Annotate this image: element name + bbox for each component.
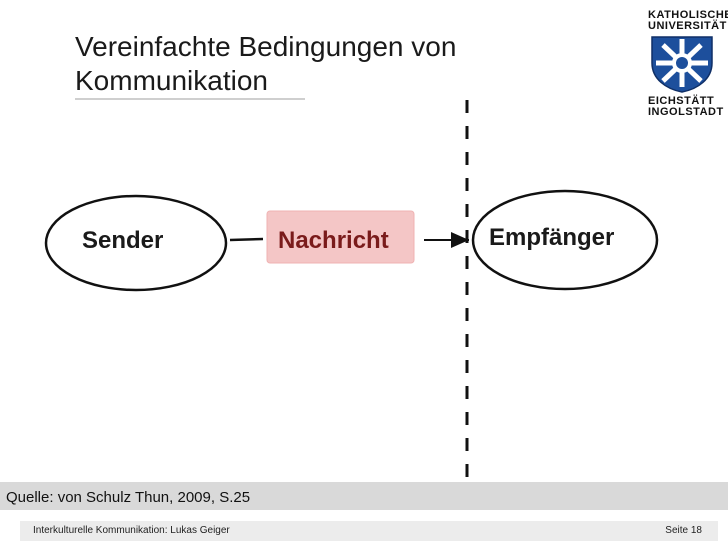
- sender-to-message-line: [229, 237, 264, 242]
- source-bar: [0, 482, 728, 510]
- logo-text-line-4: INGOLSTADT: [648, 106, 724, 118]
- sender-ellipse: [44, 194, 228, 292]
- source-citation: Quelle: von Schulz Thun, 2009, S.25: [6, 489, 251, 506]
- footer-bar: [20, 521, 718, 541]
- university-crest-icon: [651, 36, 713, 93]
- receiver-ellipse: [471, 189, 659, 291]
- sender-label: Sender: [82, 227, 164, 254]
- message-highlight: [266, 210, 415, 264]
- logo-text-line-3: EICHSTÄTT: [648, 95, 715, 107]
- receiver-label: Empfänger: [489, 224, 615, 251]
- title-underline: [75, 98, 305, 100]
- footer-page-number: Seite 18: [665, 525, 702, 536]
- message-label: Nachricht: [278, 227, 389, 254]
- university-logo: KATHOLISCHE UNIVERSITÄT EICHSTÄTT INGOLS…: [648, 9, 728, 122]
- slide-title: Vereinfachte Bedingungen von Kommunikati…: [75, 30, 456, 98]
- slide-title-line-1: Vereinfachte Bedingungen von: [75, 31, 457, 62]
- footer-author: Interkulturelle Kommunikation: Lukas Gei…: [33, 525, 230, 536]
- slide-title-line-2: Kommunikation: [75, 65, 268, 96]
- logo-text-line-1: KATHOLISCHE: [648, 9, 728, 21]
- logo-text-line-2: UNIVERSITÄT: [648, 20, 727, 32]
